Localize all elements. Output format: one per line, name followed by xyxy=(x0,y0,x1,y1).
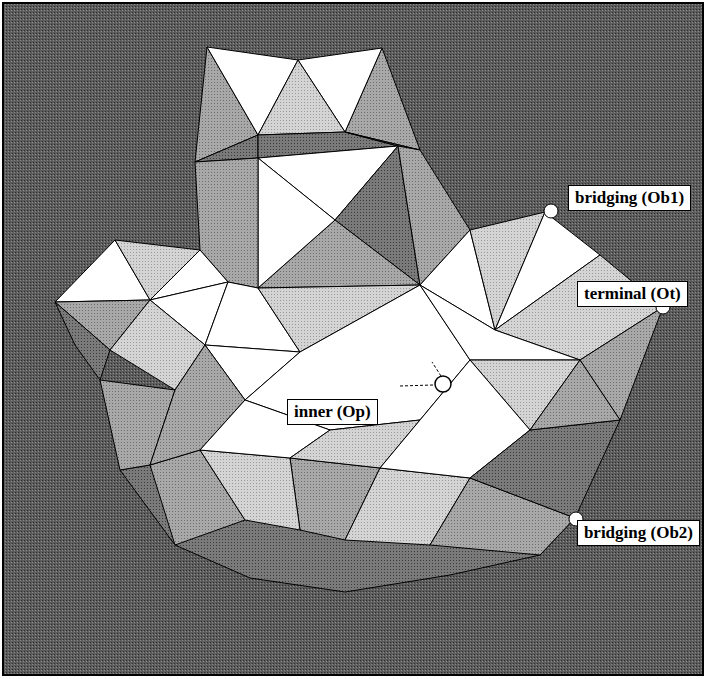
label-text: inner (Op) xyxy=(294,402,371,422)
octahedron-face xyxy=(530,360,620,430)
label-box: inner (Op) xyxy=(287,399,378,425)
label-text: bridging (Ob1) xyxy=(575,188,684,208)
leader-line xyxy=(400,385,433,386)
label-box: bridging (Ob1) xyxy=(568,185,691,211)
leader-line xyxy=(432,362,441,376)
octahedron-face xyxy=(470,420,620,518)
octahedron-face xyxy=(200,450,300,530)
octahedron-face xyxy=(55,302,110,380)
background-panel xyxy=(3,3,703,675)
octahedron-face xyxy=(420,285,580,360)
octahedron-face xyxy=(195,135,258,162)
octahedron-face xyxy=(258,60,345,135)
oxygen-dot xyxy=(544,204,558,218)
label-text: terminal (Ot) xyxy=(584,284,681,304)
label-box: terminal (Ot) xyxy=(577,281,688,307)
tetrahedron-face xyxy=(258,158,335,288)
inner-oxygen-marker xyxy=(435,376,451,392)
label-box: bridging (Ob2) xyxy=(577,520,700,546)
polyhedra xyxy=(55,47,663,592)
label-text: bridging (Ob2) xyxy=(584,523,693,543)
